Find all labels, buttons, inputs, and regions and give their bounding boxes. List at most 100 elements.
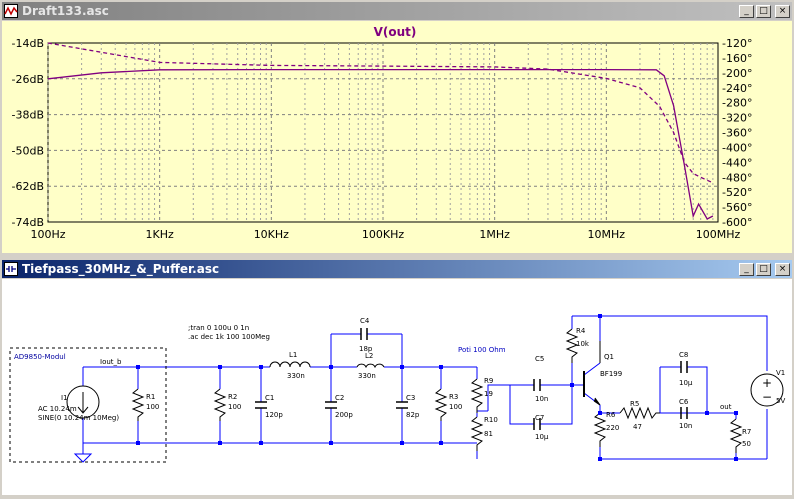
y-tick-label-right: -600° (722, 216, 752, 229)
y-tick-label-left: -14dB (12, 37, 45, 50)
y-tick-label-right: -520° (722, 186, 752, 199)
c5-value: 10n (535, 395, 548, 403)
r10-name: R10 (484, 416, 498, 424)
schematic-canvas[interactable]: + − AD9850-Modul Iout_b I1 (2, 279, 792, 495)
capacitor-c5 (533, 379, 541, 391)
svg-text:−: − (762, 390, 772, 404)
directive-tran[interactable]: ;tran 0 100u 0 1n (188, 324, 249, 332)
module-box (9, 347, 167, 463)
schematic-drawing[interactable]: + − AD9850-Modul Iout_b I1 (2, 279, 792, 495)
current-source-i1[interactable] (66, 385, 100, 419)
y-tick-label-left: -62dB (12, 180, 45, 193)
capacitor-c3 (396, 401, 408, 409)
minimize-button[interactable]: _ (739, 262, 754, 276)
resistor-r10 (470, 416, 484, 451)
capacitor-c6 (680, 407, 688, 419)
r1-value: 100 (146, 403, 159, 411)
close-button[interactable]: × (775, 262, 790, 276)
v1-value: 5V (776, 397, 785, 405)
schematic-icon (4, 262, 18, 276)
r6-value: 220 (606, 424, 619, 432)
r5-name: R5 (630, 400, 639, 408)
x-tick-label: 100Hz (30, 228, 65, 241)
c8-name: C8 (679, 351, 688, 359)
resistor-r2 (213, 388, 227, 421)
r9-name: R9 (484, 377, 493, 385)
c8-value: 10µ (679, 379, 693, 387)
schematic-window-titlebar[interactable]: Tiefpass_30MHz_&_Puffer.asc _ □ × (2, 260, 792, 278)
transistor-q1[interactable] (583, 341, 601, 406)
svg-text:+: + (762, 376, 772, 390)
directive-ac[interactable]: .ac dec 1k 100 100Meg (188, 333, 270, 341)
i1-sine: SINE(0 10.24m 10Meg) (38, 414, 119, 422)
y-tick-label-right: -280° (722, 97, 752, 110)
r7-value: 50 (742, 440, 751, 448)
x-tick-label: 100KHz (362, 228, 404, 241)
voltage-source-v1[interactable]: + − (750, 373, 784, 407)
maximize-button[interactable]: □ (756, 262, 771, 276)
plot-window-titlebar[interactable]: Draft133.asc _ □ × (2, 2, 792, 20)
inductor-l1 (269, 361, 311, 368)
c6-value: 10n (679, 422, 692, 430)
x-tick-label: 10MHz (588, 228, 626, 241)
plot-window-title: Draft133.asc (22, 4, 109, 18)
c5-name: C5 (535, 355, 544, 363)
r4-name: R4 (576, 327, 586, 335)
r2-name: R2 (228, 393, 237, 401)
y-tick-label-right: -560° (722, 201, 752, 214)
plot-area[interactable]: V(out) -14dB-26dB-38dB-50dB-62dB-74dB -1… (2, 21, 792, 253)
poti-note: Poti 100 Ohm (458, 346, 506, 354)
y-tick-label-right: -240° (722, 82, 752, 95)
v1-name: V1 (776, 369, 785, 377)
capacitor-c1 (255, 401, 267, 409)
q1-value: BF199 (600, 370, 622, 378)
r3-value: 100 (449, 403, 462, 411)
minimize-button[interactable]: _ (739, 4, 754, 18)
l1-name: L1 (289, 351, 297, 359)
y-tick-label-left: -50dB (12, 144, 45, 157)
c3-value: 82p (406, 411, 420, 419)
trace-label[interactable]: V(out) (374, 25, 417, 39)
capacitor-c7 (533, 418, 541, 430)
r9-value: 19 (484, 390, 493, 398)
q1-name: Q1 (604, 353, 614, 361)
r2-value: 100 (228, 403, 241, 411)
y-tick-label-right: -320° (722, 112, 752, 125)
resistor-r7 (729, 418, 743, 453)
c4-name: C4 (360, 317, 370, 325)
c7-label: C7 (535, 414, 544, 422)
plot-traces (47, 42, 714, 220)
resistor-r4 (565, 328, 579, 363)
x-tick-label: 1MHz (479, 228, 510, 241)
resistor-r6 (593, 412, 607, 447)
y-tick-label-right: -360° (722, 127, 752, 140)
schematic-window: Tiefpass_30MHz_&_Puffer.asc _ □ × (0, 258, 794, 497)
r6-name: R6 (606, 411, 616, 419)
resistor-r1 (131, 388, 145, 421)
l2-value: 330n (358, 372, 376, 380)
y-axis-left-labels: -14dB-26dB-38dB-50dB-62dB-74dB (12, 37, 45, 229)
schematic-window-title: Tiefpass_30MHz_&_Puffer.asc (22, 262, 220, 276)
y-tick-label-right: -440° (722, 156, 752, 169)
l1-value: 330n (287, 372, 305, 380)
maximize-button[interactable]: □ (756, 4, 771, 18)
magnitude-trace (47, 68, 714, 220)
node-iout: Iout_b (100, 358, 122, 366)
plot-window: Draft133.asc _ □ × V(out) -14dB-26dB-38d… (0, 0, 794, 255)
bode-plot[interactable]: V(out) -14dB-26dB-38dB-50dB-62dB-74dB -1… (2, 21, 792, 253)
phase-trace (47, 42, 714, 184)
y-axis-right-labels: -120°-160°-200°-240°-280°-320°-360°-400°… (722, 37, 752, 229)
waveform-icon (4, 4, 18, 18)
i1-ac: AC 10.24m (38, 405, 77, 413)
y-tick-label-right: -120° (722, 37, 752, 50)
l2-name: L2 (365, 352, 373, 360)
x-tick-label: 100MHz (696, 228, 741, 241)
resistor-r9 (470, 378, 484, 413)
capacitor-c4 (360, 328, 368, 340)
y-tick-label-right: -400° (722, 141, 752, 154)
close-button[interactable]: × (775, 4, 790, 18)
r7-name: R7 (742, 428, 751, 436)
i1-name: I1 (61, 394, 68, 402)
y-tick-label-left: -38dB (12, 109, 45, 122)
y-tick-label-right: -200° (722, 67, 752, 80)
